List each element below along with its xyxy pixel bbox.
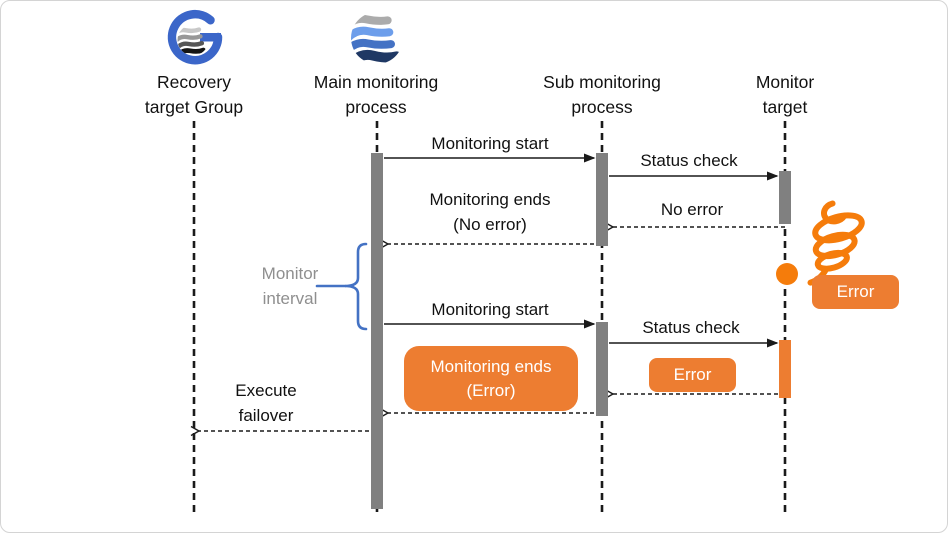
actor-label-line: process <box>345 97 407 117</box>
callout-error-return: Error <box>649 358 736 392</box>
label-execute-failover: Execute failover <box>235 378 296 428</box>
label-line: interval <box>262 289 318 308</box>
actor-main-monitoring-process: Main monitoring process <box>314 70 439 120</box>
spring-scribble-icon <box>807 200 865 286</box>
actor-recovery-target-group: Recovery target Group <box>145 70 243 120</box>
actor-label-line: Sub monitoring <box>543 72 661 92</box>
activation-main-process <box>371 153 383 509</box>
label-monitoring-ends-ok: Monitoring ends (No error) <box>430 187 551 237</box>
label-monitor-interval: Monitor interval <box>262 261 319 311</box>
activation-monitor-target-1 <box>779 171 791 224</box>
actor-label-line: process <box>571 97 633 117</box>
actor-label-line: target Group <box>144 97 244 117</box>
label-status-check-1: Status check <box>640 151 738 170</box>
activation-sub-process-1 <box>596 153 608 246</box>
actor-label-line: Main monitoring <box>313 72 439 92</box>
callout-line: Monitoring ends <box>430 356 552 376</box>
label-line: Monitoring ends <box>429 190 551 209</box>
actor-monitor-target: Monitor target <box>756 70 814 120</box>
failure-dot-icon <box>776 263 798 285</box>
g-wave-globe-icon <box>167 9 224 72</box>
activation-monitor-target-error <box>779 340 791 398</box>
label-status-check-2: Status check <box>642 318 740 337</box>
label-no-error: No error <box>660 200 724 219</box>
label-monitoring-start-2: Monitoring start <box>431 300 549 319</box>
label-line: Monitor <box>261 264 319 283</box>
label-line: failover <box>238 406 294 425</box>
activation-sub-process-2 <box>596 322 608 416</box>
label-monitoring-start-1: Monitoring start <box>431 134 549 153</box>
actor-label-line: Monitor <box>755 72 815 92</box>
actor-label-line: target <box>762 97 808 117</box>
callout-error-failure-point: Error <box>812 275 899 309</box>
actor-label-line: Recovery <box>157 72 231 92</box>
wave-sphere-icon <box>347 8 406 73</box>
actor-sub-monitoring-process: Sub monitoring process <box>543 70 661 120</box>
monitor-interval-brace <box>315 242 368 331</box>
label-line: (No error) <box>453 215 527 234</box>
callout-line: (Error) <box>466 380 516 400</box>
callout-monitoring-ends-error: Monitoring ends (Error) <box>404 346 578 411</box>
label-line: Execute <box>235 381 297 400</box>
